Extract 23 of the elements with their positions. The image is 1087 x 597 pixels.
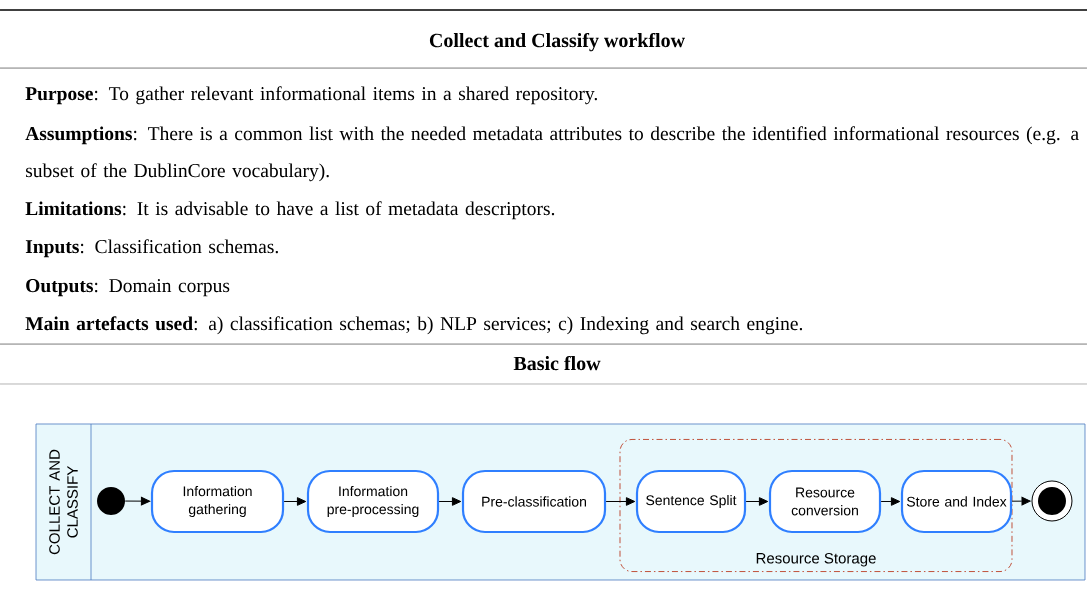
arrow bbox=[1011, 496, 1031, 506]
arrow bbox=[124, 496, 151, 506]
table-row: Limitations: It is advisable to have a list of metadata descriptors. bbox=[25, 201, 555, 220]
table-row: Main artefacts used: a) classification schemas; b) NLP services; c) Indexing and search engine. bbox=[25, 316, 803, 335]
table-title: Collect and Classify workflow bbox=[429, 32, 685, 52]
activity-box: Resource conversion bbox=[768, 469, 882, 534]
table-row: Purpose: To gather relevant informational items in a shared repository. bbox=[25, 86, 597, 105]
arrow bbox=[605, 497, 636, 506]
table-row: Assumptions: There is a common list with the needed metadata attributes to describe the identified informational resources (e.g. a subset of the DublinCore vocabulary). bbox=[25, 126, 1079, 182]
activity-box: Sentence Split bbox=[635, 469, 747, 534]
arrow bbox=[283, 497, 307, 506]
arrow bbox=[438, 497, 462, 506]
table-row: Outputs: Domain corpus bbox=[26, 279, 230, 297]
end-node bbox=[1031, 480, 1073, 522]
start-node bbox=[97, 487, 125, 515]
table-row: Inputs: Classification schemas. bbox=[25, 239, 278, 258]
section-heading: Basic flow bbox=[513, 355, 601, 371]
activity-box: Information pre-processing bbox=[306, 469, 440, 534]
arrow bbox=[745, 497, 769, 506]
activity-box: Pre-classification bbox=[461, 469, 607, 534]
activity-box: Store and Index bbox=[900, 469, 1013, 534]
activity-box: Information gathering bbox=[150, 469, 285, 534]
arrow bbox=[880, 497, 901, 506]
